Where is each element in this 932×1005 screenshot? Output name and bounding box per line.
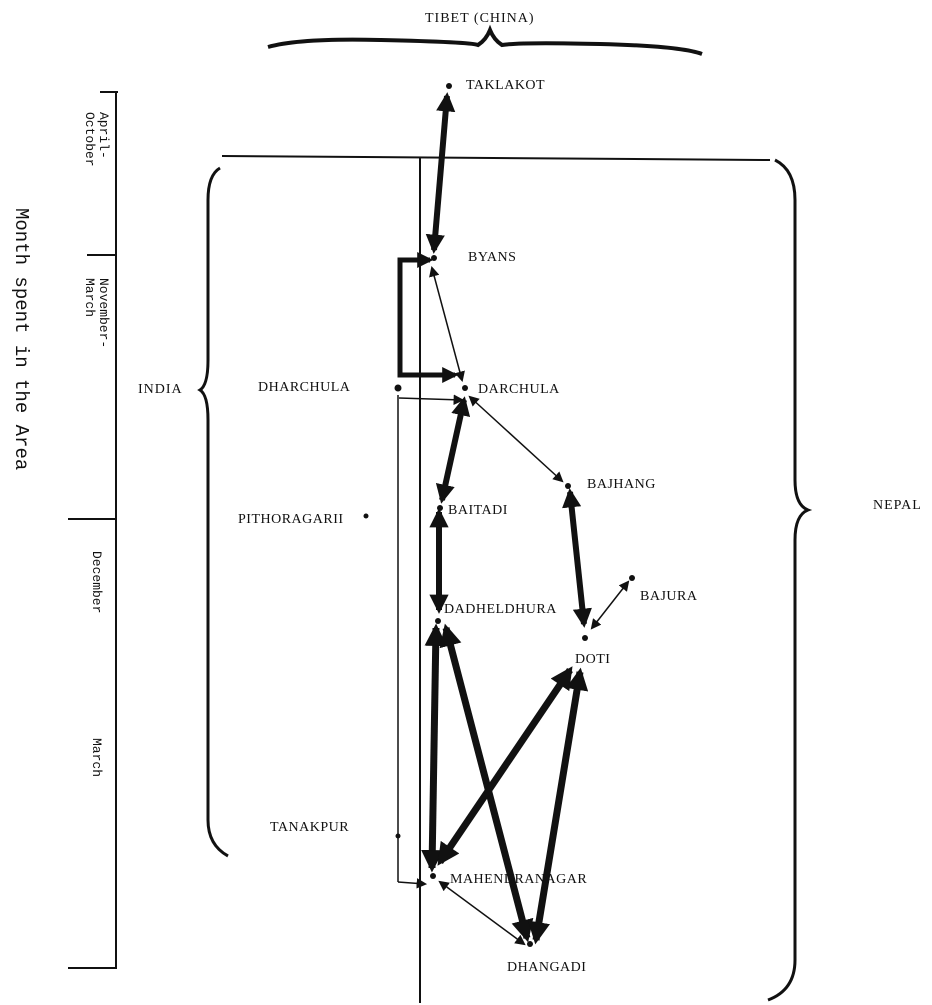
place-doti: DOTI [575, 652, 611, 667]
dot-bajura [629, 575, 635, 581]
dot-tanakpur [395, 833, 401, 839]
dot-mahendranagar [430, 873, 436, 879]
place-dharchula: DHARCHULA [258, 380, 351, 395]
tibet-label: TIBET (CHINA) [425, 11, 535, 26]
dot-pithoragarh [363, 513, 369, 519]
dot-dhangadi [527, 941, 533, 947]
flow-taklakot-byans [425, 92, 456, 254]
thick-flows [421, 92, 592, 945]
place-bajhang: BAJHANG [587, 477, 656, 492]
flow-dadheldhura-mahendranagar [421, 623, 447, 873]
flow-doti-dhangadi [527, 667, 589, 945]
nepal-brace [767, 158, 813, 1002]
india-label: INDIA [138, 382, 183, 397]
place-dhangadi: DHANGADI [507, 960, 587, 975]
dot-bajhang [565, 483, 571, 489]
india-brace [197, 166, 229, 858]
month-axis [68, 91, 118, 969]
flow-byans-darchula [429, 265, 465, 383]
dot-byans [431, 255, 437, 261]
dot-baitadi [437, 505, 443, 511]
place-dots [363, 83, 635, 947]
dot-darchula [462, 385, 468, 391]
dot-doti [582, 635, 588, 641]
nepal-label: NEPAL [873, 498, 922, 513]
thin-flows [429, 265, 630, 946]
flow-dadheldhura-dhangadi [439, 623, 534, 943]
place-mahendranagar: MAHENDRANAGAR [450, 872, 588, 887]
flow-darchula-bajhang [468, 395, 564, 483]
place-taklakot: TAKLAKOT [466, 78, 546, 93]
place-byans: BYANS [468, 250, 517, 265]
place-tanakpur: TANAKPUR [270, 820, 350, 835]
axis-title: Month spent in the Area [10, 208, 32, 471]
period-december: December [89, 551, 104, 614]
place-baitadi: BAITADI [448, 503, 508, 518]
place-darchula: DARCHULA [478, 382, 560, 397]
tibet-brace [267, 24, 703, 56]
dot-dadheldhura [435, 618, 441, 624]
flow-mahendranagar-dhangadi [438, 880, 526, 946]
place-bajura: BAJURA [640, 589, 698, 604]
flow-bajhang-doti [562, 488, 592, 628]
dharchula-byans-bracket [397, 251, 459, 384]
dot-taklakot [446, 83, 452, 89]
dot-dharchula [394, 384, 402, 392]
border-line-top [221, 155, 771, 161]
period-march: March [89, 738, 104, 778]
period-november-march: November- March [82, 278, 111, 349]
place-dadheldhura: DADHELDHURA [444, 602, 557, 617]
place-pithoragarh: PITHORAGARII [238, 512, 344, 527]
flow-doti-bajura [590, 580, 630, 630]
flow-darchula-baitadi [435, 396, 471, 504]
period-april-october: April- October [82, 112, 111, 167]
